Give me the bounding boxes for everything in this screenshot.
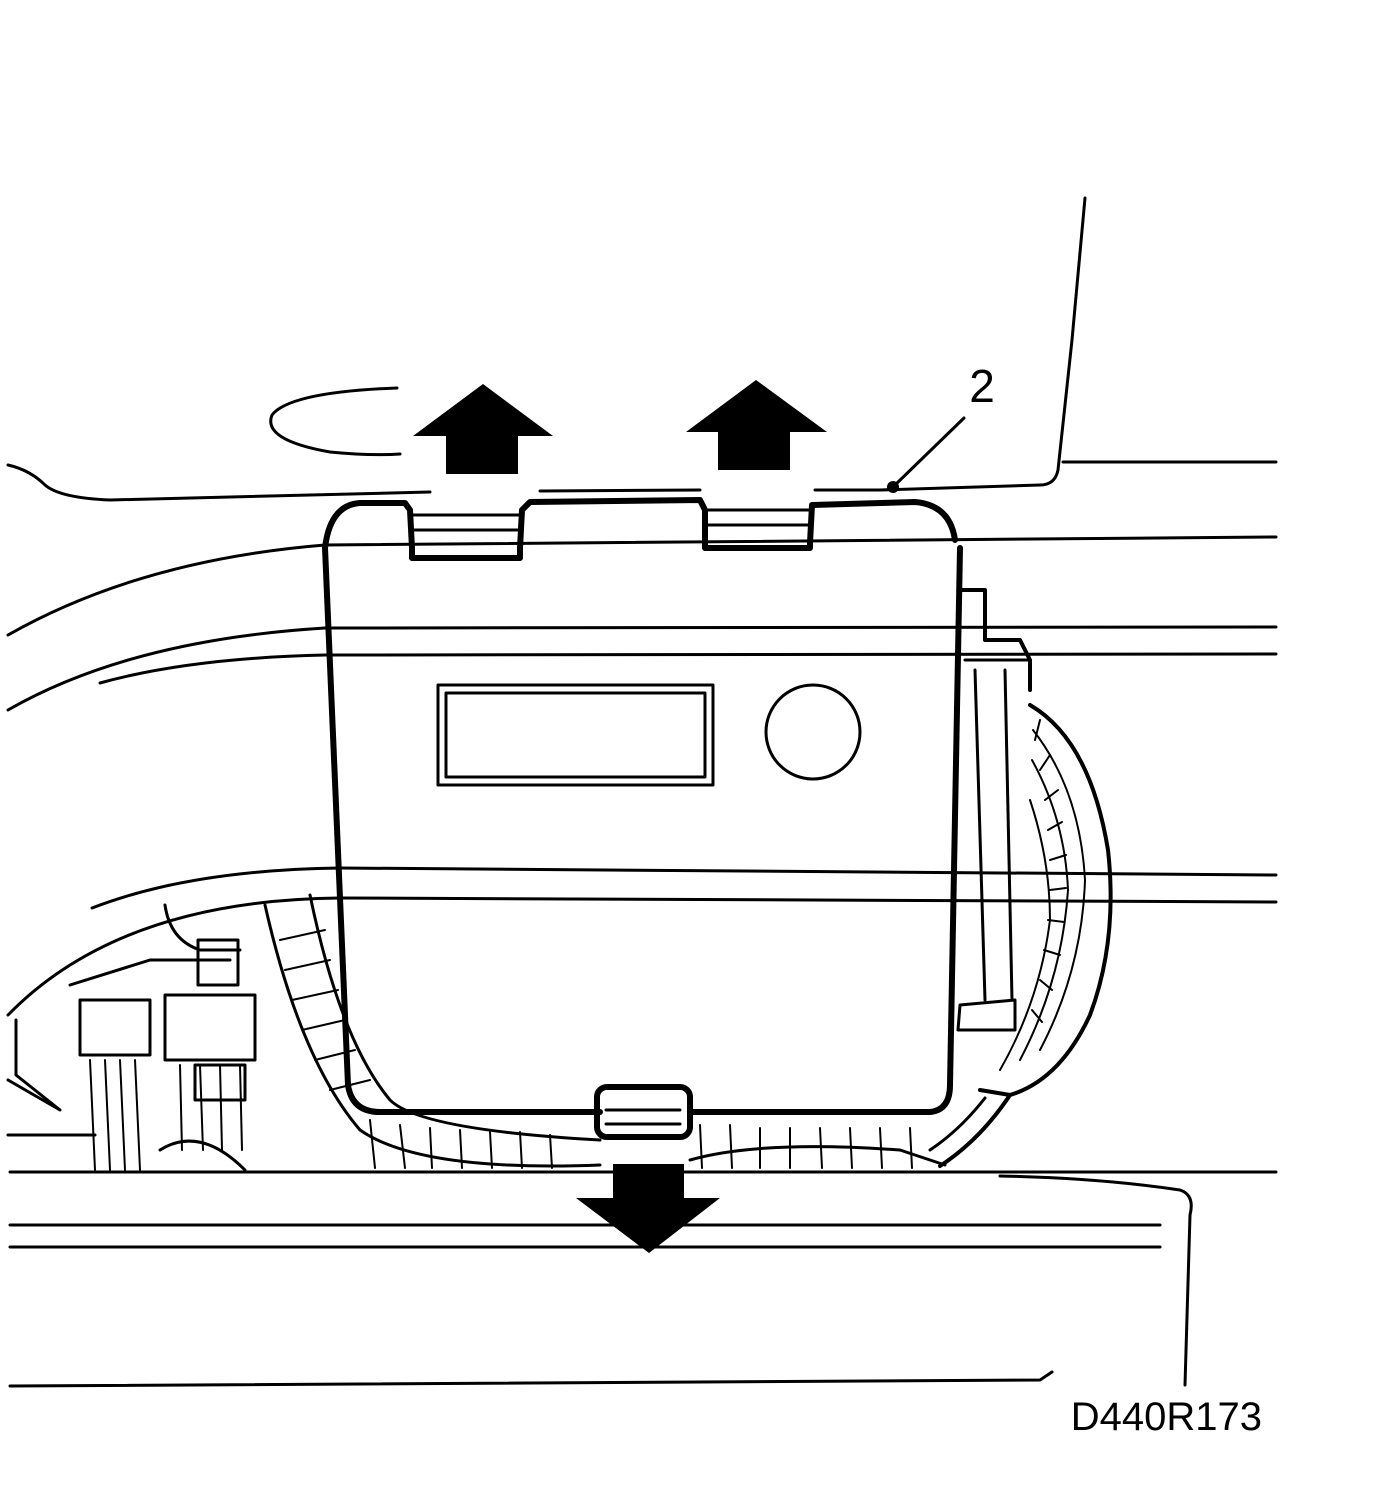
pull-down-arrow bbox=[576, 1164, 720, 1253]
rotation-hint bbox=[269, 386, 402, 457]
leader-dot bbox=[887, 481, 899, 493]
callout-label: 2 bbox=[969, 360, 995, 412]
callout-2: 2 bbox=[887, 360, 995, 493]
direction-arrows bbox=[413, 380, 827, 1253]
lift-up-arrow-left bbox=[413, 384, 553, 474]
leader-line bbox=[893, 416, 966, 487]
control-module-cover bbox=[322, 497, 963, 1140]
side-connector bbox=[928, 588, 1113, 1168]
lift-up-arrow-right bbox=[686, 380, 827, 470]
reference-code: D440R173 bbox=[1071, 1395, 1262, 1439]
wiring-harness bbox=[68, 893, 947, 1172]
